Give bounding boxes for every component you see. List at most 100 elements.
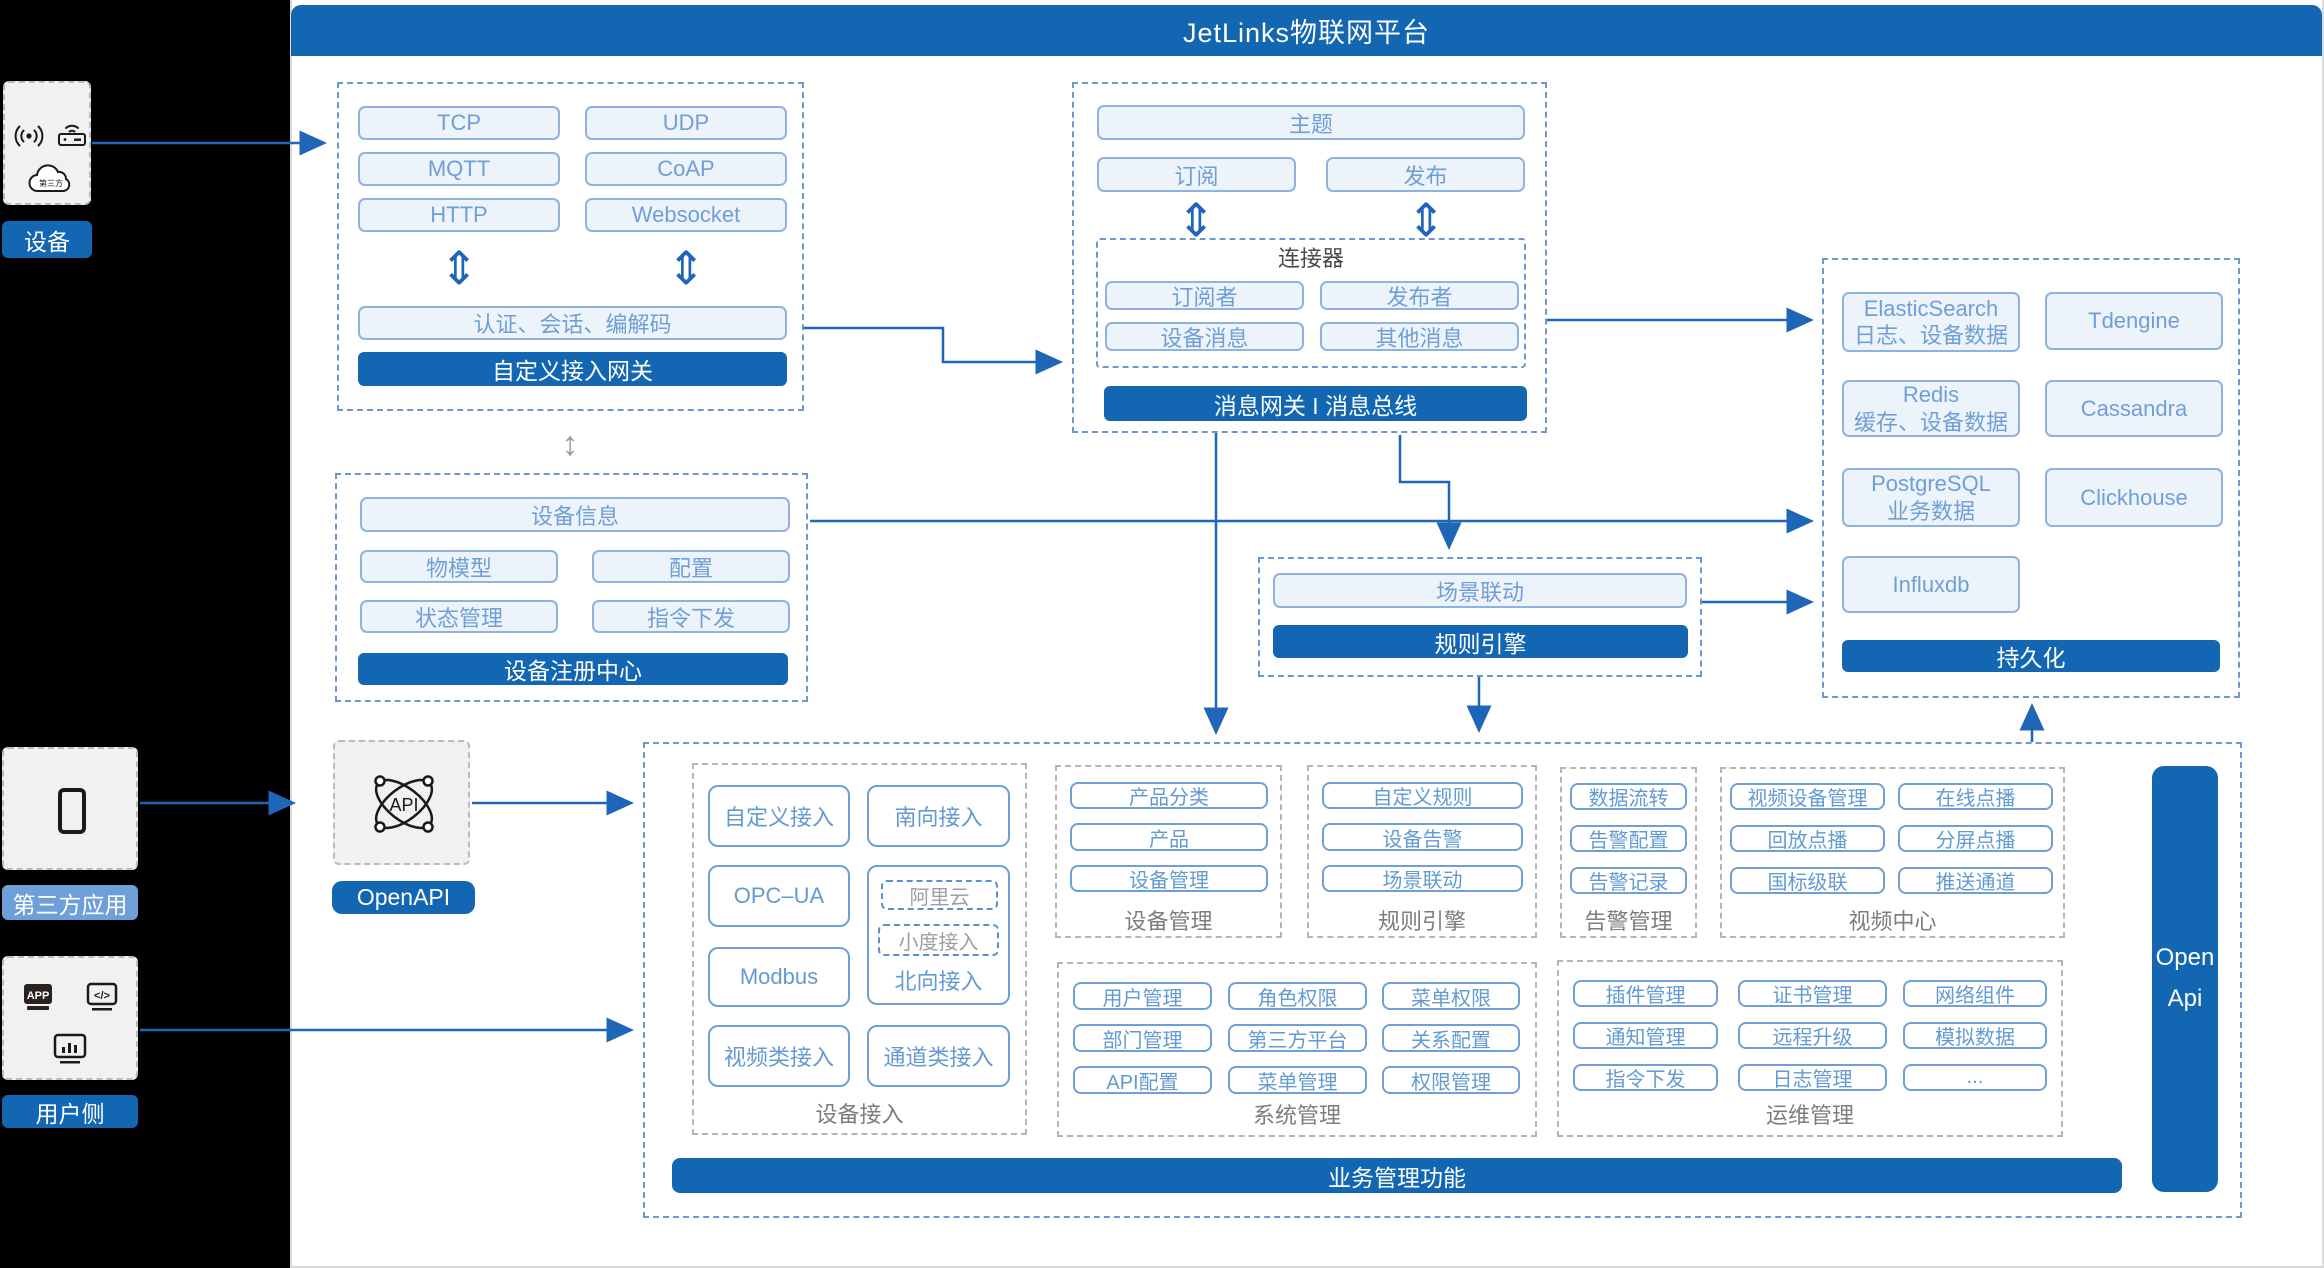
device-access-label: 设备接入 (815, 1102, 904, 1127)
product-box: 产品 (1070, 823, 1268, 851)
remote-upgrade-box: 远程升级 (1738, 1022, 1887, 1049)
db-influxdb: Influxdb (1842, 556, 2020, 613)
openapi-icon-box: API (333, 740, 470, 865)
third-party-cloud-text: 第三方 (39, 178, 63, 188)
device-mgmt-section (1055, 765, 1282, 938)
alarm-mgmt-section (1560, 767, 1697, 938)
device-registry-container (335, 473, 808, 702)
log-mgmt-box: 日志管理 (1738, 1064, 1887, 1091)
third-party-cloud-icon: 第三方 (28, 164, 71, 192)
device-registry-bar: 设备注册中心 (358, 653, 788, 685)
connector-title: 连接器 (1277, 246, 1344, 271)
northbound-access-label: 北向接入 (894, 969, 983, 994)
plugin-mgmt-box: 插件管理 (1573, 980, 1718, 1007)
device-message-box: 设备消息 (1105, 322, 1304, 351)
network-comp-box: 网络组件 (1903, 980, 2047, 1007)
menu-mgmt-box: 菜单管理 (1228, 1066, 1367, 1094)
video-device-mgmt-box: 视频设备管理 (1730, 783, 1885, 810)
open-api-bar: Open Api (2152, 766, 2218, 1192)
double-arrow-icon: ⇕ (666, 242, 706, 294)
scene-linkage-item-box: 场景联动 (1322, 865, 1523, 892)
user-side-label: 用户侧 (2, 1095, 138, 1128)
device-sources-box: 第三方 (3, 81, 91, 205)
svg-text:API: API (389, 795, 418, 815)
custom-gateway-bar: 自定义接入网关 (358, 352, 787, 386)
business-container (643, 742, 2242, 1218)
third-party-app-label: 第三方应用 (2, 885, 138, 920)
video-center-label: 视频中心 (1848, 909, 1937, 934)
push-channel-box: 推送通道 (1898, 867, 2053, 894)
device-access-section (692, 763, 1027, 1135)
double-arrow-icon: ⇕ (1176, 194, 1216, 246)
aliyun-box: 阿里云 (881, 880, 998, 910)
updown-arrow-icon: ↕ (561, 425, 579, 463)
message-bus-container (1072, 82, 1547, 433)
opcua-box: OPC–UA (708, 865, 850, 927)
code-icon: </> (86, 982, 118, 1011)
mock-data-box: 模拟数据 (1903, 1022, 2047, 1049)
phone-icon (58, 788, 86, 834)
command-box: 指令下发 (592, 600, 790, 633)
data-flow-box: 数据流转 (1570, 783, 1687, 810)
scene-linkage-box: 场景联动 (1273, 573, 1687, 608)
auth-session-codec-box: 认证、会话、编解码 (358, 306, 787, 340)
wireless-signal-icon (14, 125, 44, 147)
rule-engine-container (1258, 557, 1702, 677)
router-icon (58, 124, 86, 146)
notify-mgmt-box: 通知管理 (1573, 1022, 1718, 1049)
menu-perm-box: 菜单权限 (1382, 982, 1520, 1010)
dept-mgmt-box: 部门管理 (1073, 1024, 1212, 1052)
custom-access-box: 自定义接入 (708, 785, 850, 847)
device-info-box: 设备信息 (360, 497, 790, 532)
third-party-app-box (2, 747, 138, 870)
online-play-box: 在线点播 (1898, 783, 2053, 810)
rule-engine-bar: 规则引擎 (1273, 625, 1688, 658)
ops-more-box: ... (1903, 1064, 2047, 1091)
ops-mgmt-section (1557, 960, 2063, 1137)
protocol-websocket: Websocket (585, 198, 787, 232)
page-title: JetLinks物联网平台 (291, 5, 2322, 56)
split-screen-box: 分屏点播 (1898, 825, 2053, 852)
northbound-access-box: 阿里云 小度接入 北向接入 (867, 865, 1010, 1005)
protocol-tcp: TCP (358, 106, 560, 140)
playback-box: 回放点播 (1730, 825, 1885, 852)
third-platform-box: 第三方平台 (1228, 1024, 1367, 1052)
xiaodu-access-box: 小度接入 (878, 924, 999, 956)
rule-engine-section (1307, 765, 1537, 938)
thing-model-box: 物模型 (360, 550, 558, 583)
gb-cascade-box: 国标级联 (1730, 867, 1885, 894)
protocol-http: HTTP (358, 198, 560, 232)
svg-text:APP: APP (27, 990, 50, 1002)
svg-text:</>: </> (94, 990, 110, 1002)
modbus-box: Modbus (708, 947, 850, 1007)
protocol-coap: CoAP (585, 152, 787, 186)
publish-box: 发布 (1326, 157, 1525, 192)
command-send-box: 指令下发 (1573, 1064, 1718, 1091)
user-mgmt-box: 用户管理 (1073, 982, 1212, 1010)
device-mgmt-box: 设备管理 (1070, 865, 1268, 892)
other-message-box: 其他消息 (1320, 322, 1519, 351)
user-side-box: APP </> (2, 956, 138, 1080)
devices-label: 设备 (2, 221, 92, 258)
perm-mgmt-box: 权限管理 (1382, 1066, 1520, 1094)
openapi-button: OpenAPI (332, 881, 475, 914)
alarm-config-box: 告警配置 (1570, 825, 1687, 852)
persistence-bar: 持久化 (1842, 640, 2220, 672)
db-clickhouse: Clickhouse (2045, 468, 2223, 527)
message-gateway-bar: 消息网关 I 消息总线 (1104, 386, 1527, 421)
subscribe-box: 订阅 (1097, 157, 1296, 192)
device-mgmt-label: 设备管理 (1124, 909, 1213, 934)
device-alarm-box: 设备告警 (1322, 823, 1523, 851)
page-title-text: JetLinks物联网平台 (1182, 18, 1431, 48)
db-tdengine: Tdengine (2045, 292, 2223, 350)
channel-access-box: 通道类接入 (867, 1025, 1010, 1087)
topic-box: 主题 (1097, 105, 1525, 140)
state-mgmt-box: 状态管理 (360, 600, 558, 633)
app-icon: APP (24, 984, 52, 1010)
publisher-box: 发布者 (1320, 281, 1519, 310)
protocol-udp: UDP (585, 106, 787, 140)
